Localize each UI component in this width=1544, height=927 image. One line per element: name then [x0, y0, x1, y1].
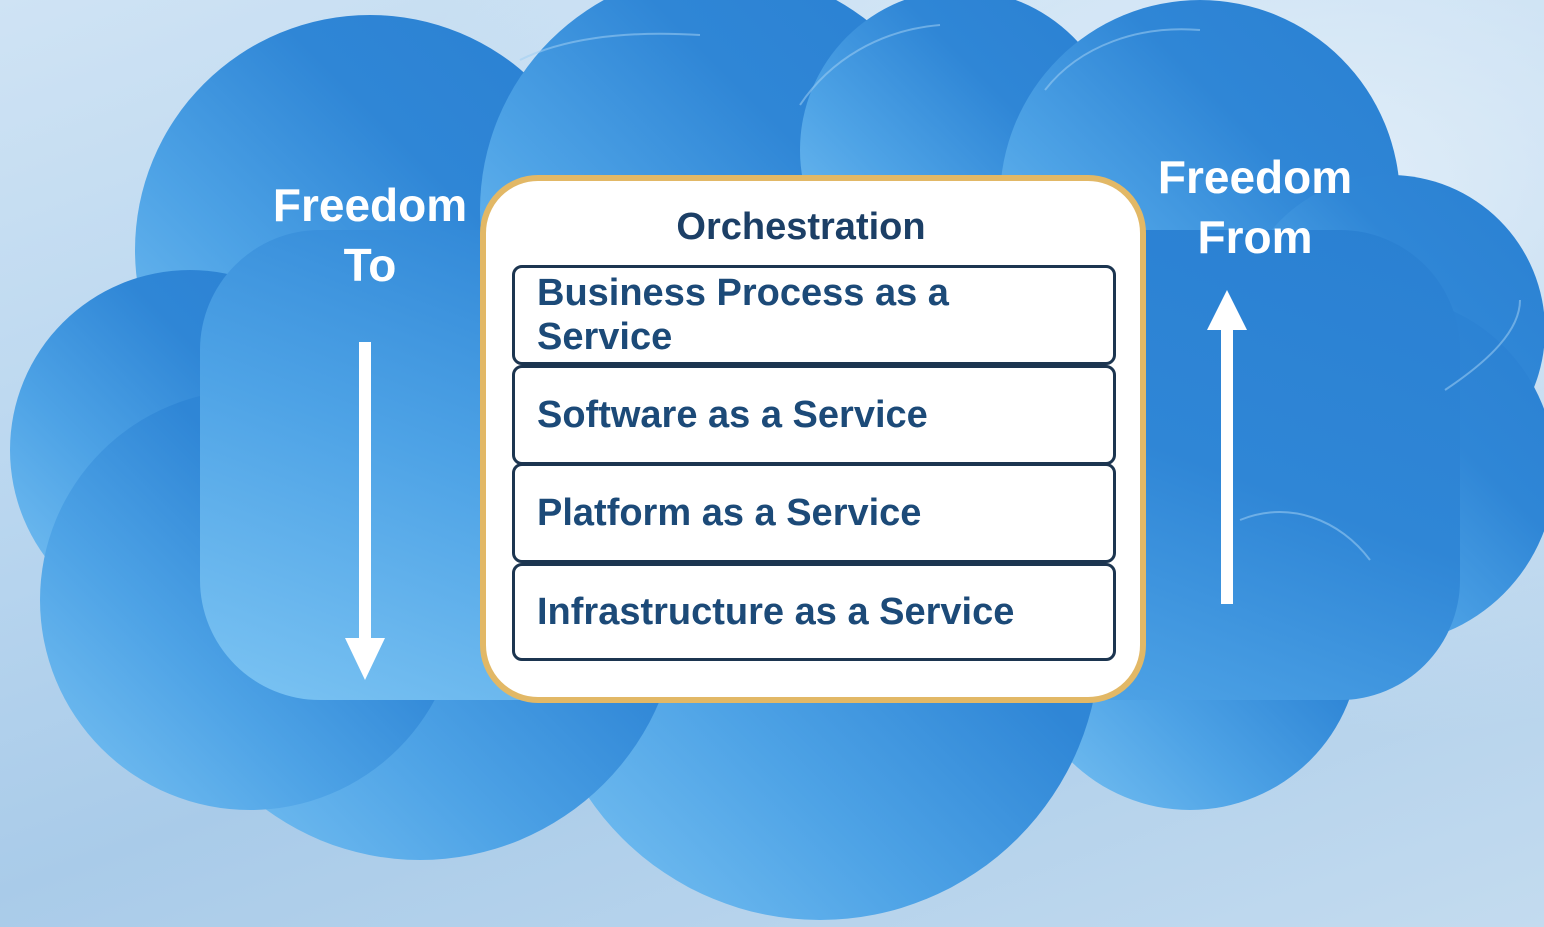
- layer-label: Software as a Service: [537, 394, 928, 436]
- layer-label: Business Process as a Service: [537, 272, 949, 358]
- freedom-to-label: Freedom To: [240, 175, 500, 295]
- freedom-from-line-2: From: [1197, 211, 1313, 263]
- freedom-from-line-1: Freedom: [1157, 151, 1353, 203]
- layer-infrastructure-as-a-service: Infrastructure as a Service: [512, 563, 1116, 661]
- arrow-up-icon: [1207, 290, 1247, 604]
- layer-business-process-as-a-service: Business Process as a Service: [512, 265, 1116, 365]
- orchestration-title: Orchestration: [676, 206, 926, 248]
- arrow-down-icon: [345, 342, 385, 680]
- service-stack-panel: Orchestration Business Process as a Serv…: [480, 175, 1146, 703]
- layer-software-as-a-service: Software as a Service: [512, 365, 1116, 465]
- layer-label: Infrastructure as a Service: [537, 591, 1015, 633]
- freedom-from-label: Freedom From: [1125, 147, 1385, 267]
- freedom-to-line-1: Freedom: [272, 179, 468, 231]
- freedom-to-line-2: To: [343, 239, 397, 291]
- layer-label: Platform as a Service: [537, 492, 922, 534]
- layer-platform-as-a-service: Platform as a Service: [512, 463, 1116, 563]
